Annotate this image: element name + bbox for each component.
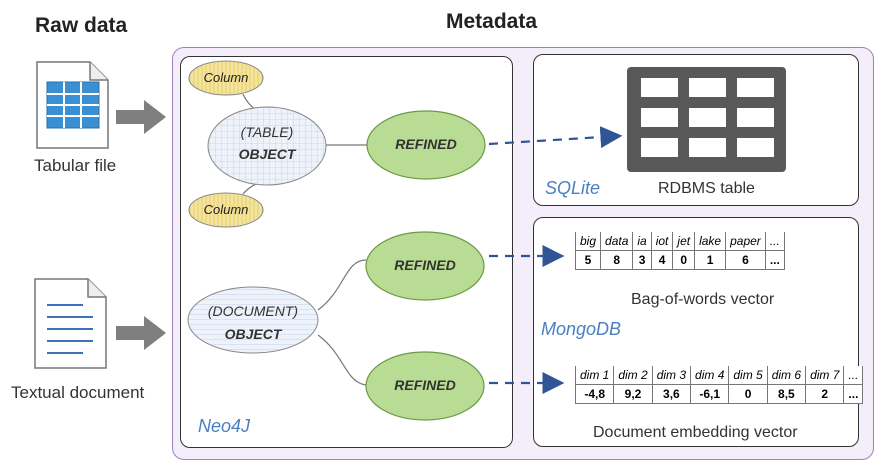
bow-value-cell-2: 3 [632,250,652,270]
metadata-header: Metadata [446,10,538,33]
table-object-type: (TABLE) [240,124,294,140]
bow-header-cell-6: paper [725,232,766,251]
refined-node-bow [365,231,485,301]
bow-value-cell-5: 1 [694,250,727,270]
bag-of-words-caption: Bag-of-words vector [631,291,775,308]
bow-header-cell-3: iot [650,232,674,251]
bow-header-cell-4: jet [672,232,696,251]
emb-value-cell-0: -4,8 [574,384,615,404]
table-object-name: OBJECT [238,146,296,162]
emb-value-cell-6: 2 [805,384,845,404]
sqlite-label: SQLite [545,178,601,198]
document-input-arrow [116,316,166,350]
bow-header-cell-2: ia [632,232,652,251]
document-object-name: OBJECT [224,326,282,342]
emb-header-cell-4: dim 5 [728,366,768,385]
bow-value-cell-1: 8 [600,250,634,270]
column-node-bottom [188,192,264,228]
bow-header-cell-0: big [574,232,602,251]
tabular-file-label: Tabular file [34,156,117,175]
tabular-input-arrow [116,100,166,134]
column-label-top: Column [203,70,249,85]
bow-header-cell-5: lake [694,232,727,251]
document-object-type: (DOCUMENT) [207,303,299,319]
emb-value-cell-1: 9,2 [613,384,653,404]
embedding-caption: Document embedding vector [593,424,798,441]
emb-header-cell-6: dim 7 [805,366,845,385]
emb-header-cell-7: ... [843,366,864,385]
bow-value-cell-0: 5 [574,250,602,270]
textual-document-icon [34,278,107,369]
textual-document-label: Textual document [11,383,145,402]
document-object-node [187,286,319,354]
column-label-bottom: Column [203,202,249,217]
emb-header-cell-5: dim 6 [766,366,807,385]
rdbms-table-icon [627,67,786,172]
arrow-to-sqlite [488,126,623,149]
bow-header-cell-7: ... [764,232,785,251]
tabular-file-icon [36,61,109,149]
emb-value-cell-5: 8,5 [766,384,807,404]
emb-value-cell-3: -6,1 [690,384,730,404]
emb-value-cell-7: ... [843,384,864,404]
rdbms-table-caption: RDBMS table [658,180,755,197]
bow-value-cell-7: ... [764,250,785,270]
edge-doc-refined-top [317,259,367,311]
mongodb-label: MongoDB [541,319,622,339]
neo4j-label: Neo4J [198,416,251,436]
refined-label-embedding: REFINED [394,377,456,393]
emb-header-cell-0: dim 1 [574,366,615,385]
column-node-top [188,60,264,96]
emb-header-cell-2: dim 3 [651,366,692,385]
emb-header-cell-1: dim 2 [613,366,653,385]
emb-value-cell-2: 3,6 [651,384,692,404]
edge-doc-refined-bottom [317,334,367,386]
bow-header-cell-1: data [600,232,634,251]
refined-label-table: REFINED [395,136,457,152]
raw-data-header: Raw data [35,14,128,37]
bow-value-cell-3: 4 [650,250,674,270]
refined-node-embedding [365,351,485,421]
bow-value-cell-6: 6 [725,250,766,270]
refined-label-bow: REFINED [394,257,456,273]
bow-value-cell-4: 0 [672,250,696,270]
table-object-node [207,106,327,186]
refined-node-table [366,110,486,180]
emb-value-cell-4: 0 [728,384,768,404]
emb-header-cell-3: dim 4 [690,366,730,385]
